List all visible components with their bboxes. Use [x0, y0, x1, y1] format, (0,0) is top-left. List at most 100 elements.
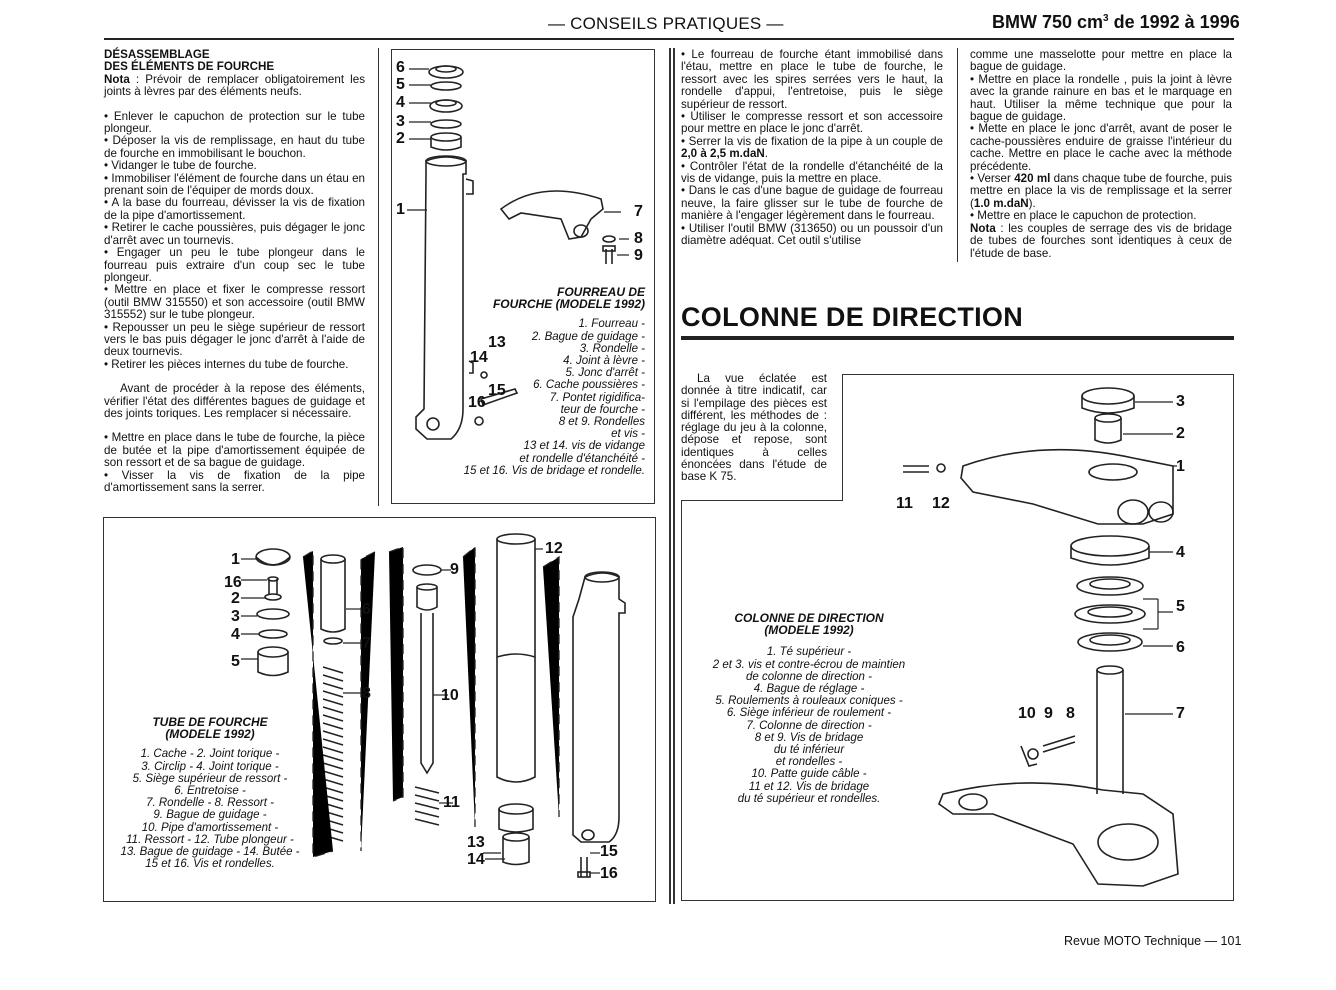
- step: • Visser la vis de fixation de la pipe d…: [104, 468, 365, 494]
- tube-label-7: 7: [362, 635, 371, 652]
- caption-line: 1. Fourreau -: [578, 318, 645, 331]
- step: comme une masselotte pour mettre en plac…: [970, 48, 1232, 74]
- disassembly-title-2: DES ÉLÉMENTS DE FOURCHE: [104, 60, 275, 74]
- nota-paragraph-2: Nota : les couples de serrage des vis de…: [970, 221, 1232, 260]
- tube-caption: TUBE DE FOURCHE (MODELE 1992) 1. Cache -…: [110, 716, 310, 870]
- step: • Retirer le cache poussières, puis déga…: [104, 221, 365, 247]
- colonne-label-2: 2: [1176, 425, 1185, 442]
- section-header: — CONSEILS PRATIQUES —: [548, 14, 784, 33]
- tube-caption-title: TUBE DE FOURCHE: [152, 715, 268, 729]
- page-footer: Revue MOTO Technique — 101: [1064, 934, 1242, 948]
- caption-line: 15 et 16. Vis et rondelles.: [145, 858, 275, 871]
- model-name: BMW 750 cm: [992, 12, 1104, 32]
- torque-text: • Serrer la vis de fixation de la pipe à…: [681, 134, 943, 148]
- oil-text-2: dans chaque tube de fourche, puis mettre…: [970, 172, 1232, 210]
- fourreau-label-6: 6: [396, 59, 405, 76]
- caption-line: 5. Siège supérieur de ressort -: [132, 772, 288, 785]
- tube-label-6: 6: [362, 601, 371, 618]
- colonne-caption-title-2: (MODELE 1992): [764, 623, 854, 638]
- step: • Déposer la vis de remplissage, en haut…: [104, 134, 365, 160]
- step: • Retirer les pièces internes du tube de…: [104, 357, 349, 371]
- caption-line: 1. Té supérieur -: [766, 646, 852, 659]
- caption-line: 6. Entretoise -: [174, 785, 246, 798]
- fourreau-caption: FOURREAU DE FOURCHE (MODELE 1992) 1. Fou…: [450, 286, 645, 477]
- oil-end: ).: [1028, 196, 1036, 210]
- caption-line: 7. Colonne de direction -: [746, 719, 872, 732]
- caption-line: 2. Bague de guidage -: [531, 330, 645, 343]
- colonne-label-11: 11: [896, 495, 913, 512]
- step: • Dans le cas d'une bague de guidage de …: [681, 184, 943, 223]
- fourreau-label-4: 4: [396, 94, 405, 111]
- tube-label-15: 15: [600, 843, 618, 860]
- nota-label-2: Nota: [970, 221, 996, 235]
- caption-line: 10. Patte guide câble -: [751, 768, 867, 781]
- colonne-label-12: 12: [932, 495, 950, 512]
- tube-label-16: 16: [600, 865, 618, 882]
- reassembly-paragraph: Avant de procéder à la repose des élémen…: [104, 382, 365, 420]
- column-divider-left: [378, 48, 379, 506]
- step: • Contrôler l'état de la rondelle d'étan…: [681, 159, 943, 186]
- colonne-label-1: 1: [1176, 458, 1185, 475]
- colonne-label-10: 10: [1018, 705, 1036, 722]
- fourreau-label-5: 5: [396, 76, 405, 93]
- step-torque: • Serrer la vis de fixation de la pipe à…: [681, 134, 943, 161]
- caption-line: 7. Pontet rigidifica-: [549, 391, 645, 404]
- colonne-drawing: [903, 387, 1179, 887]
- step: • Repousser un peu le siège supérieur de…: [104, 320, 365, 359]
- tube-caption-title-2: (MODELE 1992): [165, 727, 255, 742]
- nota-paragraph: Nota : Prévoir de remplacer obligatoirem…: [104, 73, 365, 99]
- oil-text: • Verser: [970, 172, 1015, 186]
- tube-label-4: 4: [231, 626, 240, 643]
- caption-line: 8 et 9. Rondelles: [558, 416, 645, 429]
- section-title: COLONNE DE DIRECTION: [681, 302, 1024, 332]
- fourreau-caption-title: FOURREAU DE: [556, 285, 645, 299]
- caption-line: 5. Jonc d'arrêt -: [565, 367, 645, 380]
- step: • Mette en place le jonc d'arrêt, avant …: [970, 122, 1232, 173]
- caption-line: 2 et 3. vis et contre-écrou de maintien: [712, 658, 906, 671]
- step: • Mettre en place dans le tube de fourch…: [104, 431, 365, 470]
- header-rule: [104, 38, 1234, 40]
- caption-line: et rondelle d'étanchéité -: [519, 452, 645, 465]
- step: • Enlever le capuchon de protection sur …: [104, 109, 365, 136]
- colonne-label-8: 8: [1066, 705, 1075, 722]
- colonne-label-9: 9: [1044, 705, 1053, 722]
- fourreau-label-8: 8: [634, 230, 643, 247]
- caption-line: 10. Pipe d'amortissement -: [141, 821, 279, 834]
- step-oil: • Verser 420 ml dans chaque tube de four…: [970, 172, 1232, 210]
- colonne-label-4: 4: [1176, 544, 1185, 561]
- column-reassembly-2: comme une masselotte pour mettre en plac…: [970, 48, 1232, 260]
- fourreau-label-1: 1: [396, 201, 405, 218]
- fourreau-label-14: 14: [470, 349, 488, 366]
- direction-intro: La vue éclatée est donnée à titre indica…: [681, 372, 827, 484]
- caption-line: 5. Roulements à rouleaux coniques -: [715, 695, 903, 708]
- caption-line: teur de fourche -: [560, 403, 645, 416]
- nota-text-2: : les couples de serrage des vis de brid…: [970, 221, 1232, 260]
- tube-label-5: 5: [231, 653, 240, 670]
- torque-value: 2,0 à 2,5 m.daN: [681, 147, 765, 161]
- step: • Le fourreau de fourche étant immobilis…: [681, 48, 943, 111]
- tube-label-16-top: 16: [224, 574, 242, 591]
- step: • Immobiliser l'élément de fourche dans …: [104, 171, 365, 198]
- tube-label-2: 2: [231, 590, 240, 607]
- caption-line: 3. Circlip - 4. Joint torique -: [141, 760, 279, 773]
- step: • Utiliser le compresse ressort et son a…: [681, 110, 943, 136]
- colonne-caption-title: COLONNE DE DIRECTION: [734, 611, 884, 625]
- section-title-rule: [681, 336, 1234, 340]
- model-years: de 1992 à 1996: [1108, 12, 1240, 32]
- caption-line: 3. Rondelle -: [579, 342, 645, 355]
- caption-line: 13 et 14. vis de vidange: [523, 440, 645, 453]
- tube-label-8: 8: [362, 685, 371, 702]
- disassembly-title-1: DÉSASSEMBLAGE: [104, 48, 210, 61]
- fourreau-label-16: 16: [468, 394, 486, 411]
- oil-volume: 420 ml: [1014, 172, 1051, 186]
- figure-tube: [103, 517, 656, 902]
- tube-label-13: 13: [467, 834, 485, 851]
- fourreau-drawing: [407, 65, 629, 440]
- step: • A la base du fourreau, dévisser la vis…: [104, 196, 365, 222]
- step: • Utiliser l'outil BMW (313650) ou un po…: [681, 221, 943, 248]
- step: • Mettre en place le capuchon de protect…: [970, 209, 1197, 223]
- step: • Mettre en place et fixer le compresse …: [104, 283, 365, 322]
- step: • Vidanger le tube de fourche.: [104, 159, 257, 173]
- direction-intro-text: La vue éclatée est donnée à titre indica…: [681, 372, 827, 484]
- caption-line: 7. Rondelle - 8. Ressort -: [146, 797, 274, 810]
